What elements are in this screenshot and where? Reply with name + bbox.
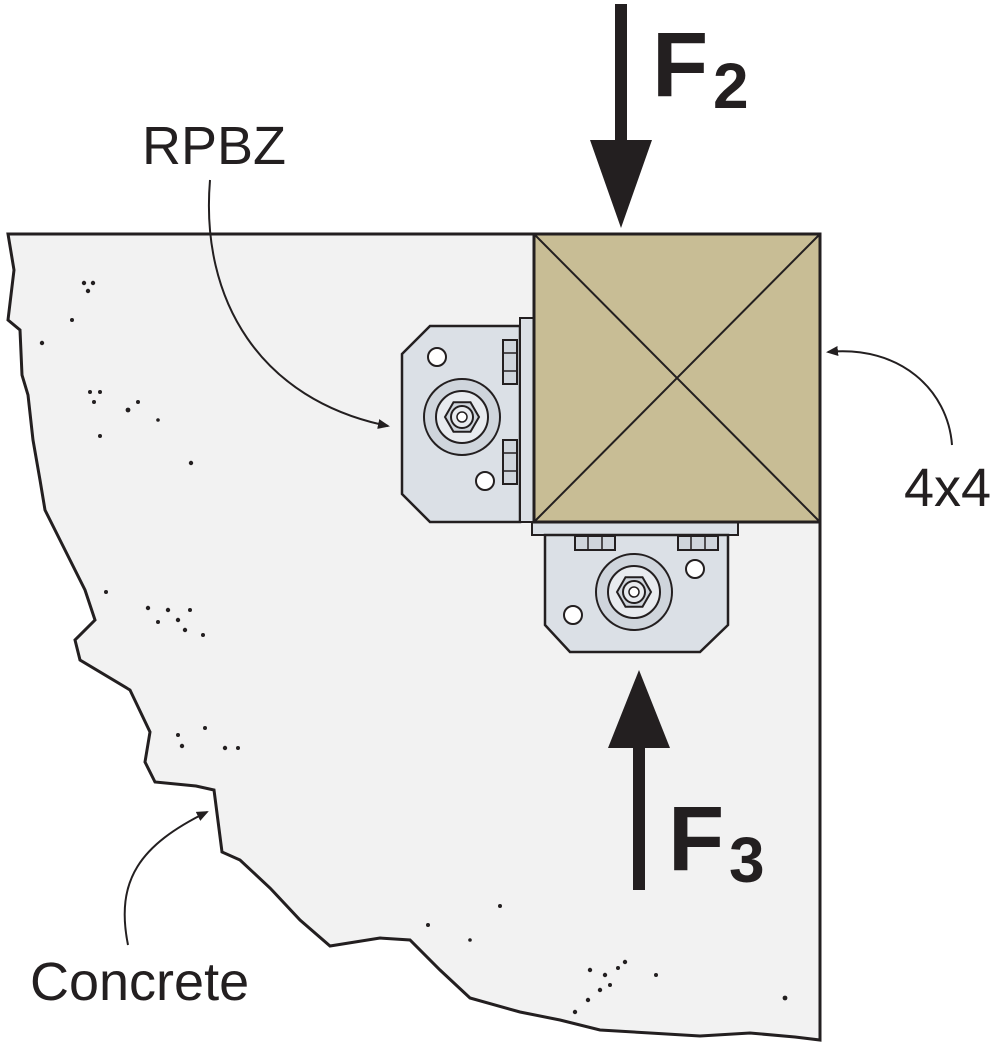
post-label: 4x4 <box>904 458 991 518</box>
connector-leader-line <box>208 179 390 429</box>
post-4x4-end <box>532 232 822 524</box>
rpbz-left-plate <box>400 317 536 524</box>
force-f2-letter: F <box>652 14 708 116</box>
force-f2-subscript: 2 <box>713 50 749 122</box>
concrete-label: Concrete <box>30 952 249 1012</box>
concrete-aggregate-dots <box>39 280 788 1015</box>
rpbz-bottom-plate <box>531 521 739 654</box>
connector-label: RPBZ <box>142 116 286 176</box>
post-leader-line <box>826 346 953 446</box>
force-f3-letter: F <box>668 788 724 890</box>
force-f3-subscript: 3 <box>729 824 765 896</box>
force-f2-arrow <box>590 4 652 228</box>
force-f3-arrow <box>608 670 670 890</box>
concrete-leader-line <box>123 811 209 946</box>
